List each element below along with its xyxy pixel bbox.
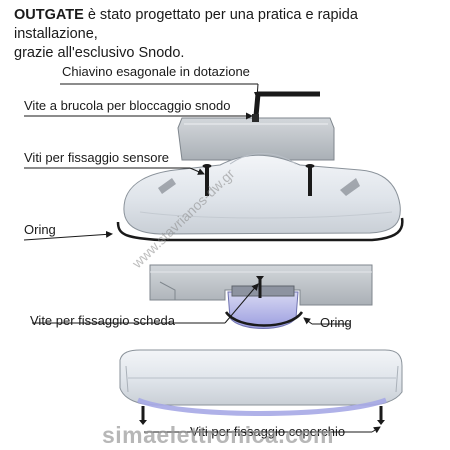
intro-line-2: grazie all'esclusivo Snodo. [14,45,185,61]
housing-logo-left [158,178,176,194]
intro-text: OUTGATE è stato progettato per una prati… [14,6,444,63]
intro-line-1: è stato progettato per una pratica e rap… [14,7,358,42]
label-oring-top: Oring [24,222,56,237]
hex-key [253,91,320,117]
oring-top [116,217,404,242]
leader-oring-top [23,230,113,241]
label-board-screw: Vite per fissaggio scheda [30,313,176,328]
leader-sensor-screws [24,167,205,175]
watermark-bottom: simaelettronica.com [102,422,334,448]
bottom-cover [119,349,403,406]
cover-screw-left [139,406,147,425]
leader-cover-screws [144,426,381,434]
leader-hex-key [60,83,261,99]
grub-screw [252,114,259,122]
brand-name: OUTGATE [14,7,84,23]
label-oring-mid: Oring [320,315,352,330]
snodo-block [177,117,335,161]
leader-oring-mid [303,317,350,325]
board-screw [256,276,264,298]
label-sensor-screws: Viti per fissaggio sensore [24,150,170,165]
label-hex-key: Chiavino esagonale in dotazione [62,64,250,79]
leader-board-screw [32,283,259,324]
sensor-housing [123,153,401,235]
label-grub-screw: Vite a brucola per bloccaggio snodo [24,98,231,113]
sensor-screw-right [305,164,315,196]
sensor-screw-left [202,164,212,196]
label-cover-screws: Viti per fissaggio coperchio [190,424,346,439]
bottom-cover-lens [137,397,387,416]
cover-screw-right [377,406,385,425]
housing-logo-right [340,178,360,196]
